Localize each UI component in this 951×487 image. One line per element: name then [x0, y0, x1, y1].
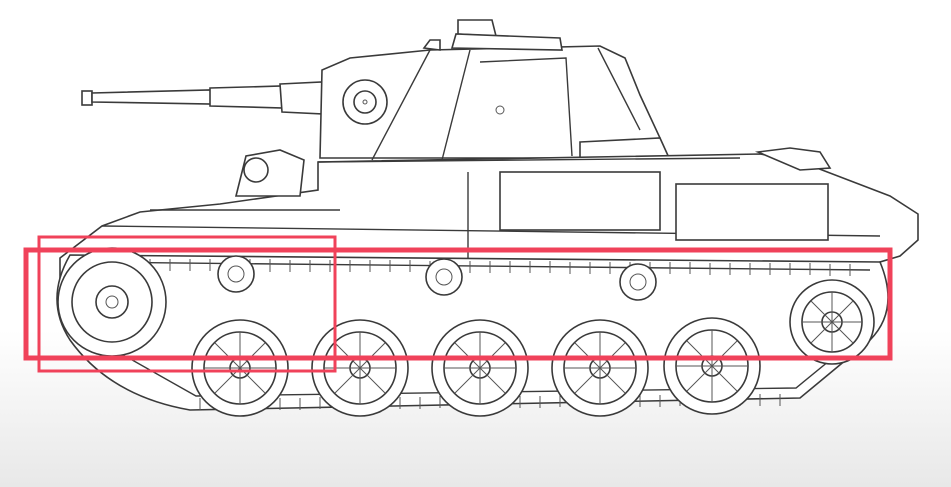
main-gun-barrel	[81, 81, 325, 115]
drive-sprocket-highlight-box	[37, 235, 337, 373]
road-wheel	[551, 319, 649, 417]
drive-sprocket	[57, 247, 167, 357]
road-wheel	[191, 319, 289, 417]
idler-wheel	[789, 279, 875, 365]
road-wheel	[311, 319, 409, 417]
return-roller	[619, 263, 657, 301]
road-wheel	[663, 317, 761, 415]
road-wheel	[431, 319, 529, 417]
tank-turret	[319, 19, 672, 161]
return-roller	[425, 258, 463, 296]
running-gear-highlight-box	[23, 247, 893, 361]
return-roller	[217, 255, 255, 293]
